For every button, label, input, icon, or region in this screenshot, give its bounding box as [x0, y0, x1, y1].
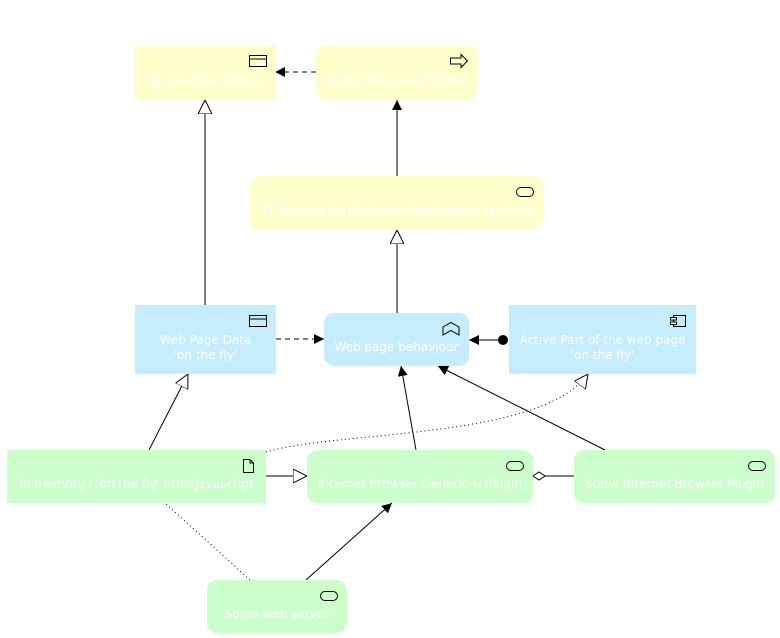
relation-browser-to-behaviour[interactable] [397, 365, 417, 451]
active-part-label: Active Part of the web page 'on the fly' [519, 332, 686, 362]
web-page-behaviour-label: Web page behaviour [334, 340, 459, 354]
node-web-page-behaviour[interactable]: Web page behaviour [324, 313, 469, 366]
node-business-process[interactable]: Some Business Process [316, 45, 477, 100]
node-business-object[interactable]: A Business Object [135, 45, 276, 100]
business-object-label: A Business Object [151, 73, 260, 87]
business-process-label: Some Business Process [326, 73, 467, 87]
relation-inmemory-to-active-part[interactable] [265, 374, 588, 453]
function-icon [442, 321, 460, 336]
web-page-data-label: Web Page Data 'on the fly' [159, 332, 252, 362]
relation-server-to-browser[interactable] [305, 502, 393, 581]
relation-inmemory-to-data[interactable] [148, 374, 188, 451]
data-object-icon [249, 315, 267, 327]
system-software-icon [506, 461, 524, 471]
relation-plugin-to-behaviour[interactable] [437, 365, 606, 451]
node-browser-generic[interactable]: Internet Browser Generic & Plugin [307, 450, 533, 503]
node-web-server[interactable]: Some web server [207, 580, 347, 633]
node-browser-plugin[interactable]: Some Internet Browser Plugin [574, 450, 775, 503]
business-object-icon [249, 55, 267, 67]
application-service-label: IT Support for Business (Application Ser… [262, 203, 531, 218]
browser-generic-label: Internet Browser Generic & Plugin [317, 477, 523, 491]
service-icon [516, 187, 534, 197]
web-server-label: Some web server [224, 607, 330, 621]
component-icon [670, 315, 686, 327]
node-web-page-data[interactable]: Web Page Data 'on the fly' [135, 305, 276, 374]
node-application-service[interactable]: IT Support for Business (Application Ser… [250, 176, 543, 230]
in-memory-label: In memory / 'on the fly' html/javascript [19, 477, 254, 491]
process-arrow-icon [450, 53, 469, 69]
artifact-icon [243, 459, 254, 473]
browser-plugin-label: Some Internet Browser Plugin [585, 477, 764, 491]
node-active-part[interactable]: Active Part of the web page 'on the fly' [509, 305, 696, 374]
relation-server-to-inmemory[interactable] [164, 502, 251, 581]
node-in-memory-artifact[interactable]: In memory / 'on the fly' html/javascript [7, 450, 266, 503]
system-software-icon [320, 591, 338, 601]
system-software-icon [748, 461, 766, 471]
